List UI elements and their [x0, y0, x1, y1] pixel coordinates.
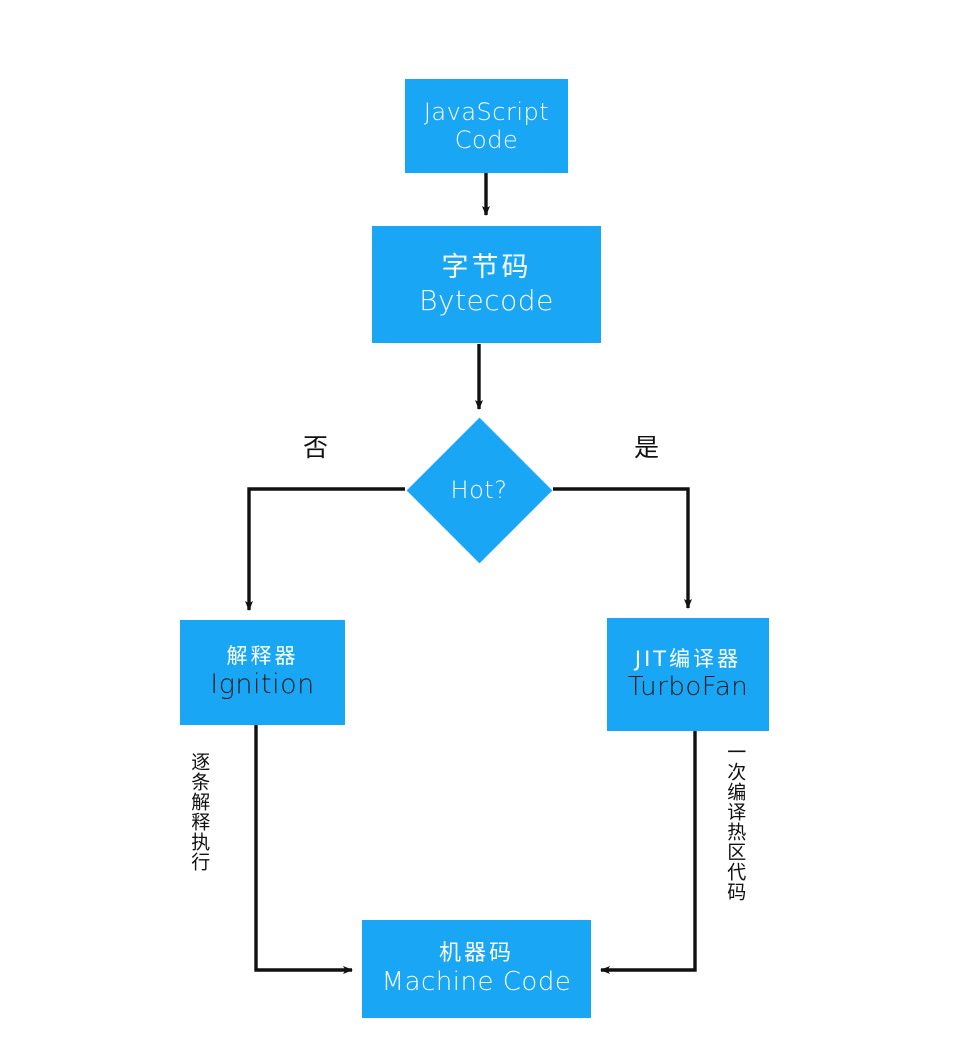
node-javascript-code-line1: JavaScript: [423, 97, 550, 126]
node-interpreter-label-cn: 解释器: [226, 644, 299, 669]
node-jit-compiler-label-cn: JIT编译器: [634, 646, 742, 671]
node-bytecode[interactable]: 字节码 Bytecode: [372, 226, 601, 343]
node-machine-code-label-en: Machine Code: [381, 966, 572, 997]
node-interpreter-label-en: Ignition: [210, 668, 315, 700]
node-bytecode-label-en: Bytecode: [419, 283, 554, 317]
edge-caption-compile-hot-code-once: 一次编译热区代码: [724, 742, 747, 902]
node-decision-hot[interactable]: Hot?: [406, 417, 552, 563]
node-javascript-code[interactable]: JavaScript Code: [405, 79, 568, 173]
edge-decision-yes-to-turbofan: [553, 487, 692, 609]
node-interpreter-ignition[interactable]: 解释器 Ignition: [180, 620, 345, 725]
branch-label-yes: 是: [634, 433, 660, 462]
node-jit-compiler-label-en: TurboFan: [627, 671, 749, 702]
node-machine-code-label-cn: 机器码: [438, 940, 514, 966]
node-javascript-code-line2: Code: [454, 126, 519, 154]
node-machine-code[interactable]: 机器码 Machine Code: [362, 920, 591, 1018]
branch-label-no: 否: [303, 433, 329, 462]
edge-decision-no-to-ignition: [245, 487, 405, 611]
edge-caption-interpret-step-by-step: 逐条解释执行: [188, 752, 211, 872]
node-jit-compiler-turbofan[interactable]: JIT编译器 TurboFan: [607, 618, 769, 731]
node-bytecode-label-cn: 字节码: [441, 252, 532, 284]
edge-turbofan-to-machine-code: [600, 731, 697, 974]
node-decision-hot-label: Hot?: [450, 475, 508, 504]
edge-ignition-to-machine-code: [254, 725, 353, 974]
